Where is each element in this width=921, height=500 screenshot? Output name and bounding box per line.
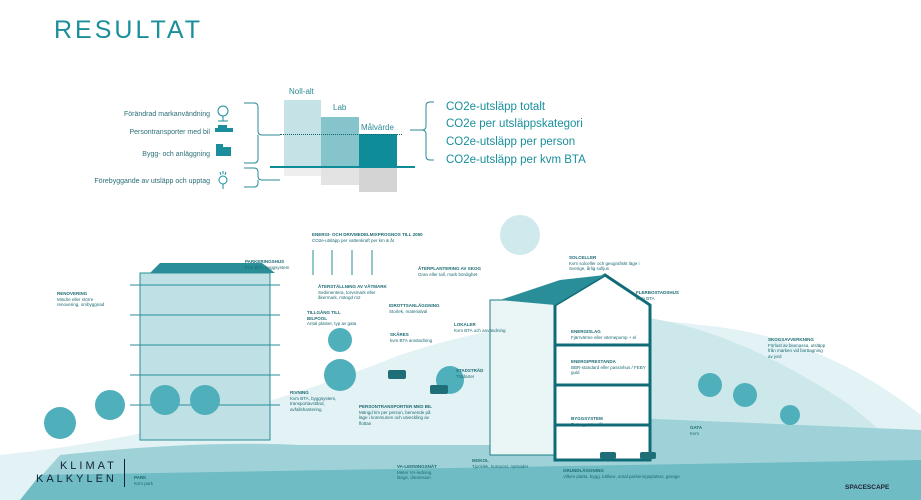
land-use-icon	[217, 105, 229, 122]
input-label-land-use: Förändrad markanvändning	[124, 111, 210, 118]
label-energi: ENERGI- OCH DRIVMEDELMIXPROGNOS TILL 205…	[312, 232, 423, 243]
cars	[388, 370, 656, 459]
car-icon	[215, 125, 233, 132]
wind-turbines	[312, 250, 373, 275]
city-illustration	[0, 215, 921, 500]
building-icon	[216, 144, 231, 156]
page-title: RESULTAT	[54, 16, 204, 44]
output-per-bta: CO2e-utsläpp per kvm BTA	[446, 154, 586, 166]
bar-noll-alt	[284, 100, 321, 166]
input-label-building: Bygg- och anläggning	[142, 151, 210, 158]
baseline	[270, 166, 415, 168]
bar-neg-lab	[321, 168, 359, 185]
sun-icon	[500, 215, 540, 255]
input-label-uptake: Förebyggande av utsläpp och upptag	[94, 178, 210, 185]
bar-label-malvarde: Målvärde	[361, 123, 394, 132]
bar-neg-noll-alt	[284, 168, 321, 176]
tree-uptake-icon	[218, 171, 228, 189]
output-per-person: CO2e-utsläpp per person	[446, 136, 576, 148]
cutaway-house	[553, 273, 652, 462]
input-icons-and-braces	[215, 102, 280, 189]
input-label-car: Persontransporter med bil	[129, 129, 210, 136]
bar-lab	[321, 117, 359, 166]
bar-label-lab: Lab	[333, 103, 347, 112]
bar-label-noll-alt: Noll-alt	[289, 87, 314, 96]
trees	[44, 328, 800, 439]
output-per-category: CO2e per utsläppskategori	[446, 118, 583, 130]
logo-divider	[124, 459, 125, 487]
spacescape-logo: SPACESCAPE	[845, 484, 890, 491]
target-line	[280, 134, 402, 135]
output-brace	[410, 101, 434, 161]
bar-neg-malvarde	[359, 168, 397, 192]
bar-malvarde	[359, 134, 397, 166]
output-total: CO2e-utsläpp totalt	[446, 101, 546, 113]
